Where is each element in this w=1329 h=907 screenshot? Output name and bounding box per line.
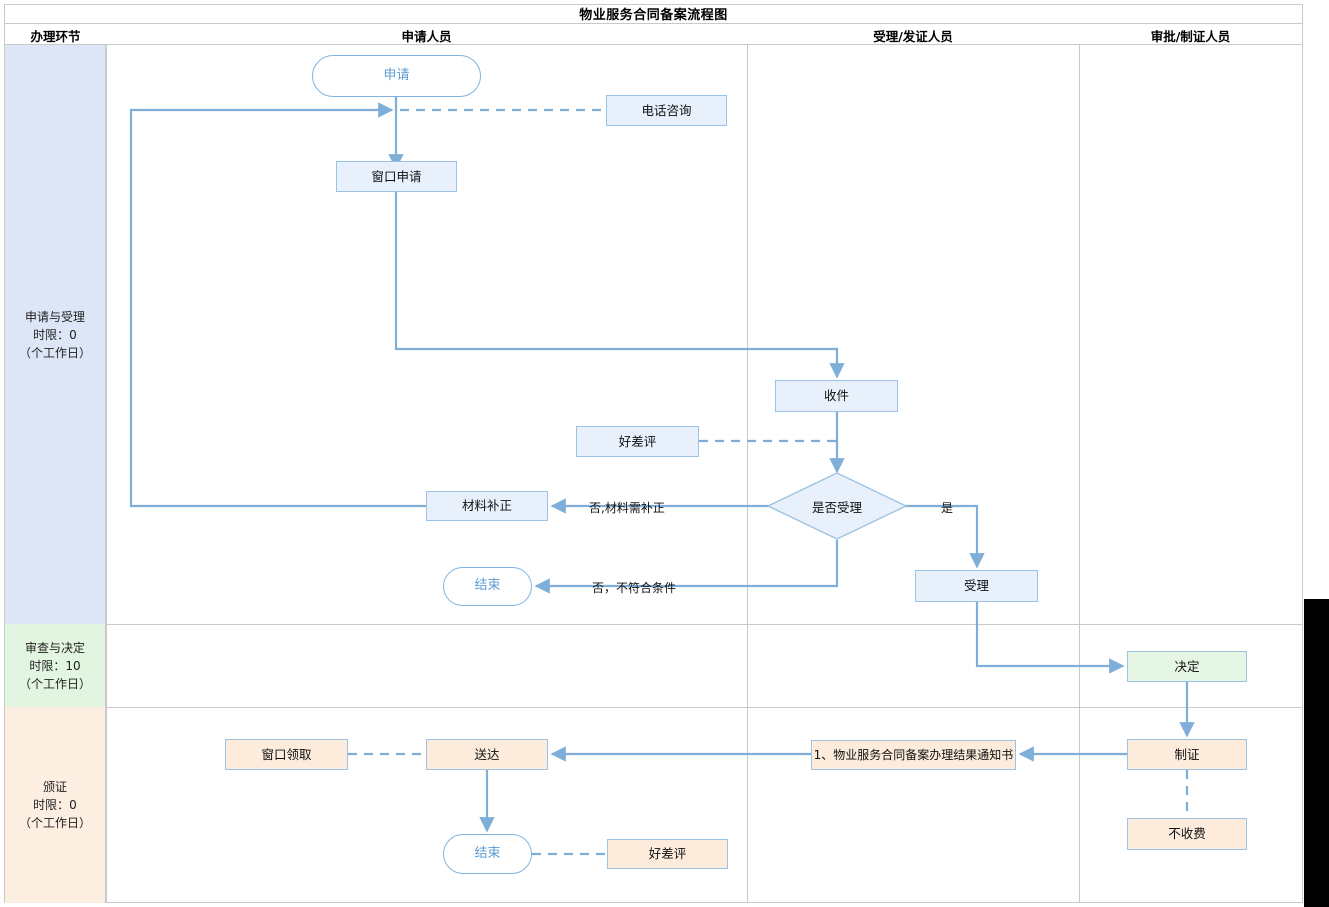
stage-limit-1: 时限：10 (29, 658, 81, 673)
edge-label-not-qualified: 否，不符合条件 (592, 581, 677, 595)
node-apply[interactable]: 申请 (312, 55, 481, 97)
node-accept[interactable]: 受理 (915, 570, 1038, 602)
node-review-rating-2[interactable]: 好差评 (607, 839, 728, 869)
column-divider-3 (1079, 45, 1080, 903)
screen-edge-artifact (1304, 599, 1329, 907)
stage-limit-2: 时限：0 (33, 798, 77, 812)
node-no-fee[interactable]: 不收费 (1127, 818, 1247, 850)
node-material-fix[interactable]: 材料补正 (426, 491, 548, 521)
row-divider-1 (4, 624, 1303, 625)
lane-header-row: 办理环节 申请人员 受理/发证人员 审批/制证人员 (4, 23, 1303, 45)
column-divider-1 (106, 45, 107, 903)
lane-header-acceptor: 受理/发证人员 (873, 28, 953, 44)
node-receive[interactable]: 收件 (775, 380, 898, 412)
stage-unit-0: （个工作日） (18, 345, 91, 360)
stage-limit-0: 时限：0 (33, 327, 77, 342)
node-deliver[interactable]: 送达 (426, 739, 548, 770)
lane-header-approver: 审批/制证人员 (1150, 28, 1231, 44)
stage-cell-application: 申请与受理 时限：0 （个工作日） (5, 45, 106, 624)
node-decide[interactable]: 决定 (1127, 651, 1247, 682)
stage-name-2: 颁证 (42, 780, 67, 794)
node-decision-accept-label: 是否受理 (811, 499, 862, 515)
stage-unit-1: （个工作日） (18, 676, 91, 691)
node-make-cert[interactable]: 制证 (1127, 739, 1247, 770)
lane-header-applicant: 申请人员 (401, 28, 452, 44)
row-divider-2 (4, 707, 1303, 708)
node-end-1[interactable]: 结束 (443, 567, 532, 606)
table-outer-border (4, 4, 1303, 903)
node-result-notice[interactable]: 1、物业服务合同备案办理结果通知书 (811, 740, 1016, 770)
node-decision-accept[interactable]: 是否受理 (767, 472, 907, 540)
column-divider-2 (747, 45, 748, 903)
stage-name-1: 审查与决定 (24, 640, 85, 655)
stage-cell-certification: 颁证 时限：0 （个工作日） (5, 707, 106, 903)
stage-name-0: 申请与受理 (24, 309, 85, 324)
lane-header-stage: 办理环节 (30, 28, 81, 44)
page-title-text: 物业服务合同备案流程图 (579, 8, 728, 23)
node-end-2[interactable]: 结束 (443, 834, 532, 874)
edge-label-yes: 是 (941, 501, 954, 515)
node-window-pickup[interactable]: 窗口领取 (225, 739, 348, 770)
node-phone-consult[interactable]: 电话咨询 (606, 95, 727, 126)
node-review-rating-1[interactable]: 好差评 (576, 426, 699, 457)
page-title: 物业服务合同备案流程图 (4, 4, 1303, 23)
edge-label-need-fix: 否,材料需补正 (589, 501, 665, 515)
diamond-shape-icon (767, 472, 907, 540)
stage-cell-review: 审查与决定 时限：10 （个工作日） (5, 624, 106, 707)
stage-unit-2: （个工作日） (18, 816, 91, 830)
node-window-apply[interactable]: 窗口申请 (336, 161, 457, 192)
